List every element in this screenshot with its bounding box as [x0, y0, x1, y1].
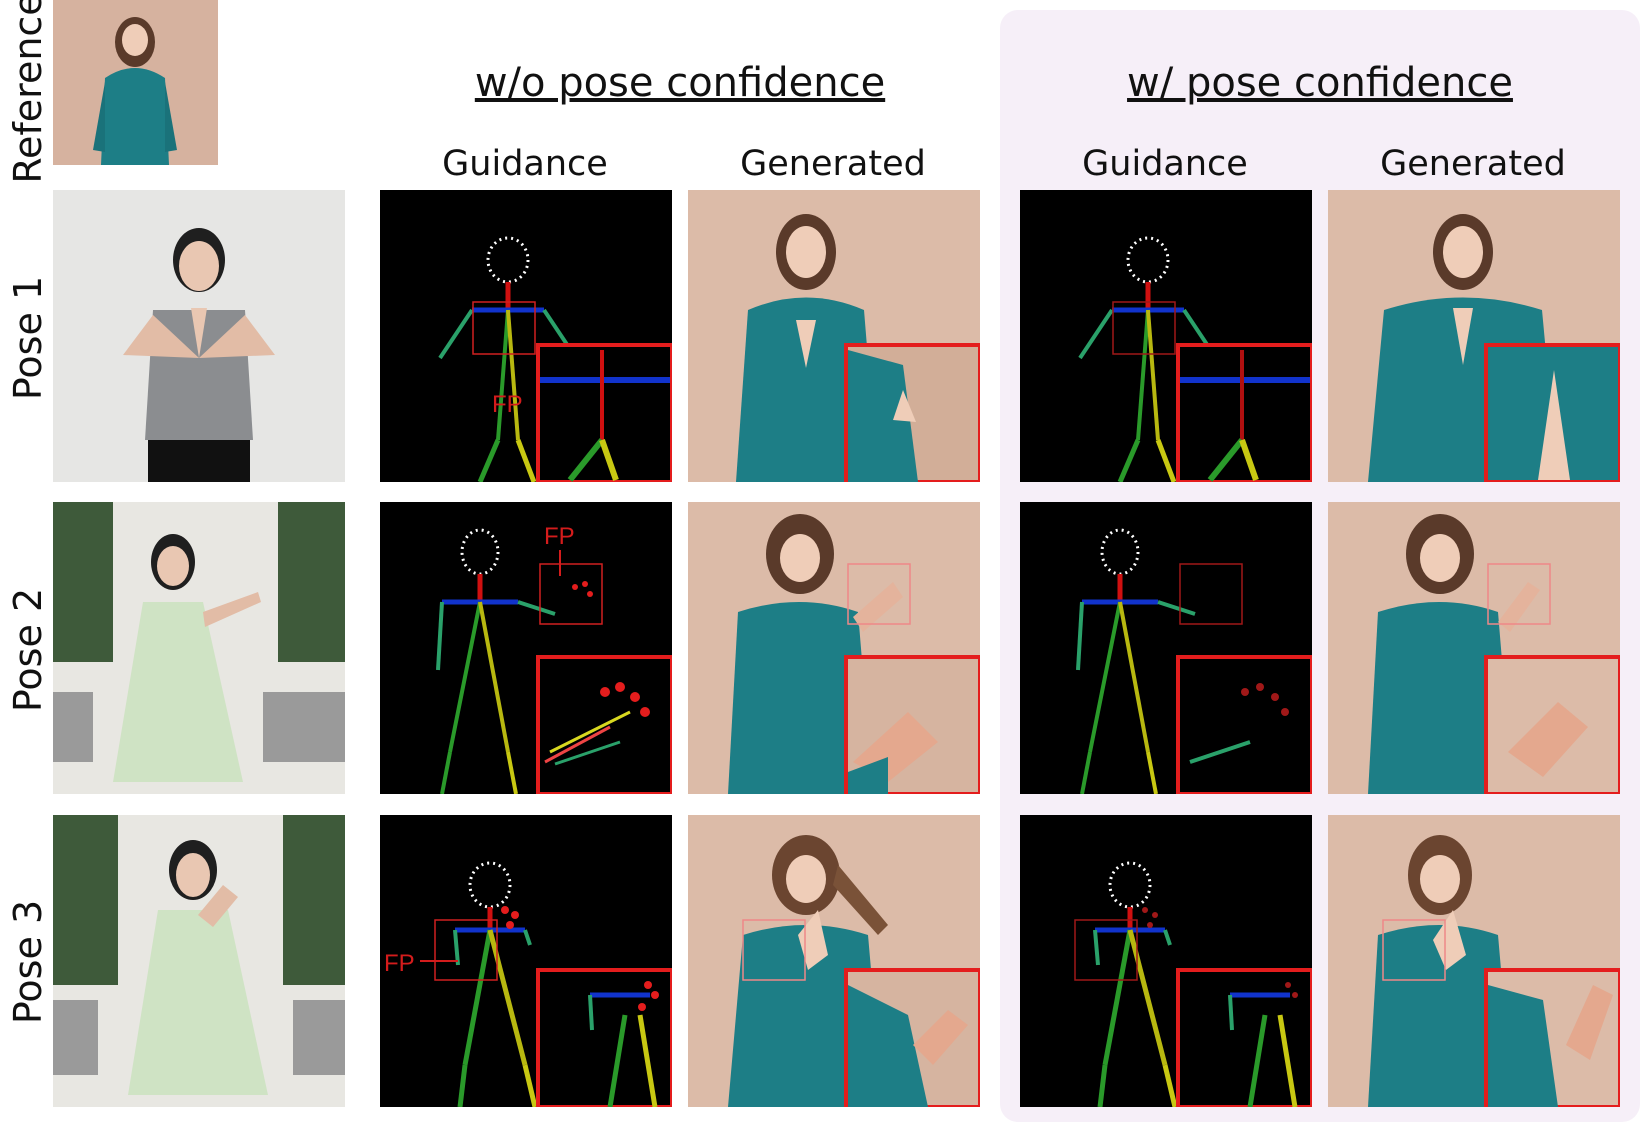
pose-1-guidance-without-confidence: FP	[380, 190, 672, 482]
pose-1-generated-with-confidence	[1328, 190, 1620, 482]
row-label-pose-3: Pose 3	[6, 899, 50, 1025]
pose-1-guidance-with-confidence	[1020, 190, 1312, 482]
pose-3-guidance-with-confidence	[1020, 815, 1312, 1107]
reference-image	[53, 0, 218, 165]
col-header-guidance-2: Guidance	[1082, 144, 1248, 184]
fp-annotation-pose-2: FP	[544, 523, 575, 550]
fp-annotation-pose-3: FP	[384, 950, 415, 977]
group-title-without-confidence: w/o pose confidence	[474, 60, 886, 106]
col-header-generated-2: Generated	[1380, 144, 1566, 184]
pose-2-generated-with-confidence	[1328, 502, 1620, 794]
pose-2-source-image	[53, 502, 345, 794]
pose-3-guidance-without-confidence: FP	[380, 815, 672, 1107]
row-label-pose-2: Pose 2	[6, 587, 50, 713]
pose-1-source-image	[53, 190, 345, 482]
col-header-generated-1: Generated	[740, 144, 926, 184]
pose-2-guidance-without-confidence: FP	[380, 502, 672, 794]
group-title-with-confidence: w/ pose confidence	[1127, 60, 1513, 106]
pose-1-generated-without-confidence	[688, 190, 980, 482]
pose-3-source-image	[53, 815, 345, 1107]
pose-2-generated-without-confidence	[688, 502, 980, 794]
row-label-pose-1: Pose 1	[6, 275, 50, 401]
col-header-guidance-1: Guidance	[442, 144, 608, 184]
pose-3-generated-without-confidence	[688, 815, 980, 1107]
row-label-reference: Reference	[6, 0, 50, 184]
pose-3-generated-with-confidence	[1328, 815, 1620, 1107]
pose-2-guidance-with-confidence	[1020, 502, 1312, 794]
fp-annotation-pose-1: FP	[492, 391, 523, 418]
